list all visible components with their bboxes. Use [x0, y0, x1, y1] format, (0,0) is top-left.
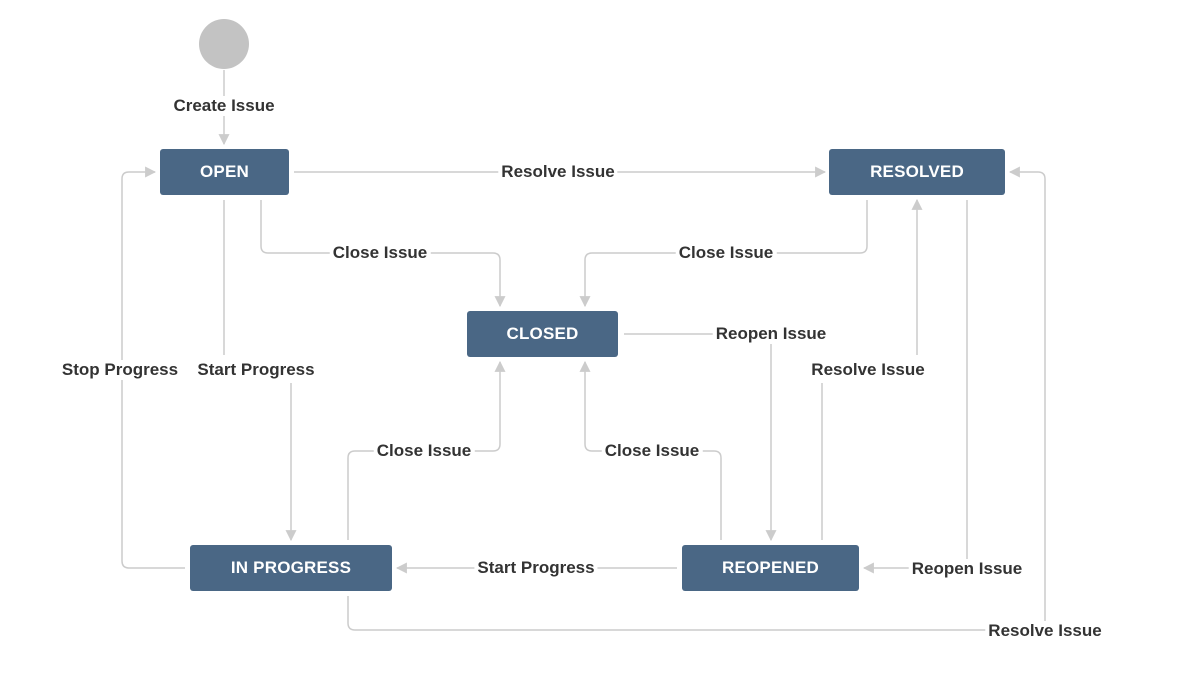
transition-label-start-progress: Start Progress: [474, 558, 598, 578]
state-resolved[interactable]: RESOLVED: [829, 149, 1005, 195]
edge-resolved-reopen: [862, 200, 968, 574]
transition-label-stop-progress: Stop Progress: [58, 360, 182, 380]
edge-closed-reopen: [624, 333, 777, 542]
transition-label-reopen-issue: Reopen Issue: [712, 324, 830, 344]
transition-label-create-issue: Create Issue: [170, 96, 278, 116]
transition-label-close-issue: Close Issue: [675, 243, 777, 263]
transition-label-resolve-issue: Resolve Issue: [985, 621, 1105, 641]
transition-label-close-issue: Close Issue: [373, 441, 475, 461]
transition-label-start-progress: Start Progress: [194, 360, 318, 380]
transition-label-close-issue: Close Issue: [601, 441, 703, 461]
transition-label-resolve-issue: Resolve Issue: [498, 162, 618, 182]
transition-label-resolve-issue: Resolve Issue: [808, 360, 928, 380]
state-closed[interactable]: CLOSED: [467, 311, 618, 357]
start-node: [199, 19, 249, 69]
state-open[interactable]: OPEN: [160, 149, 289, 195]
state-reopened[interactable]: REOPENED: [682, 545, 859, 591]
transition-label-reopen-issue: Reopen Issue: [908, 559, 1026, 579]
edge-reopened-resolve: [821, 200, 917, 540]
transition-label-close-issue: Close Issue: [329, 243, 431, 263]
edge-start-progress-open: [223, 200, 291, 540]
state-in-progress[interactable]: IN PROGRESS: [190, 545, 392, 591]
